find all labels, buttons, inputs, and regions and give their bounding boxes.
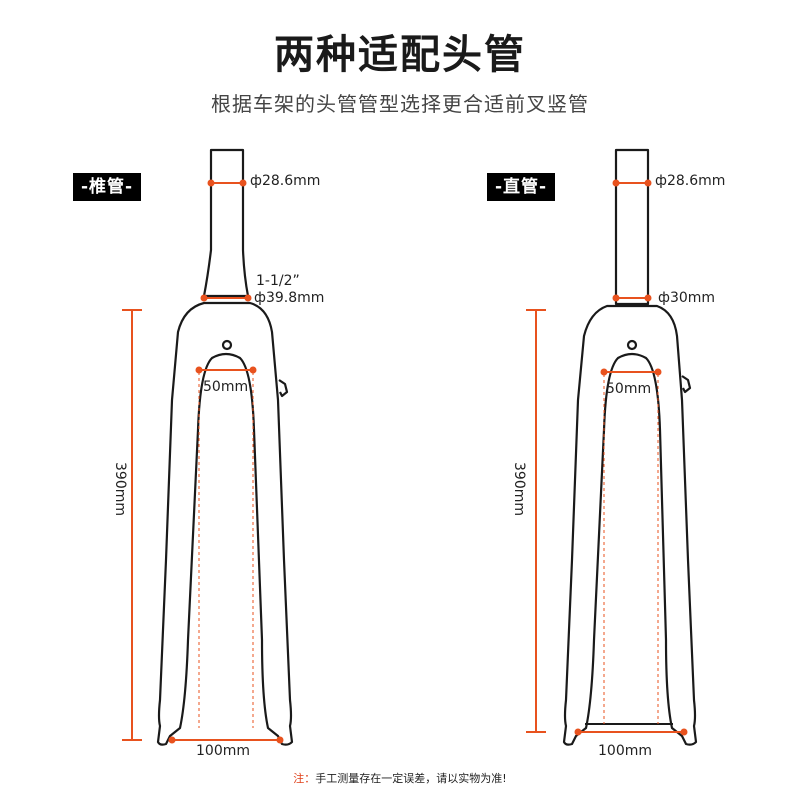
straight-fork-body-outline [562, 304, 698, 746]
note-prefix: 注： [293, 772, 316, 785]
straight-measurements [526, 179, 688, 736]
tapered-crown-width-label: 50mm [203, 379, 249, 395]
straight-steerer-outline [614, 148, 650, 306]
tapered-steerer-top-label: ф28.6mm [250, 173, 321, 189]
straight-badge: -直管- [487, 173, 556, 201]
straight-steerer-top-label: ф28.6mm [655, 173, 726, 189]
straight-fork [562, 148, 698, 746]
tapered-fork [156, 148, 294, 746]
tapered-measurements [122, 179, 284, 744]
straight-crown-hole [626, 339, 638, 351]
tapered-height-label: 390mm [112, 462, 128, 516]
page-title: 两种适配头管 [274, 32, 526, 78]
tapered-badge: -椎管- [73, 173, 142, 201]
tapered-steerer-bottom-label: ф39.8mm [254, 290, 325, 306]
tapered-steerer-outline [202, 148, 250, 298]
measurement-note: 注：手工测量存在一定误差，请以实物为准! [0, 770, 800, 786]
straight-crown-width-label: 50mm [606, 381, 652, 397]
tapered-fraction-label: 1-1/2” [256, 273, 300, 289]
tapered-dropout-width-label: 100mm [196, 743, 250, 759]
tapered-mount-tab [278, 379, 289, 398]
straight-dropout-width-label: 100mm [598, 743, 652, 759]
page-subtitle: 根据车架的头管管型选择更合适前叉竖管 [211, 92, 589, 116]
straight-mount-tab [681, 375, 692, 394]
straight-height-label: 390mm [511, 462, 527, 516]
tapered-crown-hole [221, 339, 233, 351]
note-text: 手工测量存在一定误差，请以实物为准! [315, 772, 507, 785]
straight-steerer-bottom-label: ф30mm [658, 290, 716, 306]
tapered-fork-body-outline [156, 301, 294, 746]
